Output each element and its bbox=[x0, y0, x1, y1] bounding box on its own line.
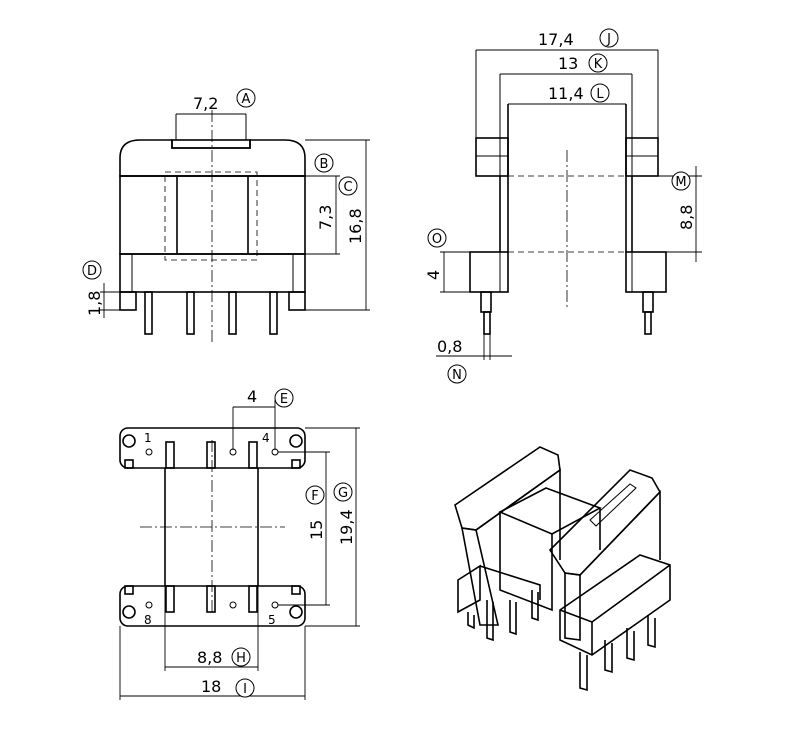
callout-K: K bbox=[594, 57, 603, 72]
callout-M: M bbox=[675, 175, 686, 190]
callout-N: N bbox=[452, 368, 462, 383]
dim-K-value: 13 bbox=[558, 54, 578, 73]
dim-F-value: 15 bbox=[307, 520, 326, 540]
dim-I-value: 18 bbox=[201, 677, 221, 696]
front-view: 7,2 A B C 7,3 16,8 D 1,8 bbox=[82, 88, 370, 345]
dim-N-value: 0,8 bbox=[437, 337, 462, 356]
callout-L: L bbox=[596, 87, 604, 102]
callout-C: C bbox=[343, 180, 352, 195]
dim-G-value: 19,4 bbox=[337, 509, 356, 545]
callout-I: I bbox=[243, 682, 247, 697]
callout-E: E bbox=[280, 392, 288, 407]
callout-O: O bbox=[432, 232, 442, 247]
callout-H: H bbox=[236, 651, 246, 666]
dim-D-value: 1,8 bbox=[85, 291, 104, 316]
callout-G: G bbox=[338, 486, 348, 501]
callout-F: F bbox=[311, 489, 318, 504]
callout-J: J bbox=[606, 32, 611, 47]
pin-8-label: 8 bbox=[144, 613, 152, 627]
dim-J-value: 17,4 bbox=[538, 30, 574, 49]
pin-4-label: 4 bbox=[262, 431, 270, 445]
callout-D: D bbox=[87, 264, 97, 279]
pin-1-label: 1 bbox=[144, 431, 152, 445]
isometric-view bbox=[454, 446, 671, 692]
side-view: 17,4 J 13 K 11,4 L 8,8 M O 4 0,8 N bbox=[424, 28, 702, 384]
dim-E-value: 4 bbox=[247, 387, 257, 406]
pin-5-label: 5 bbox=[268, 613, 276, 627]
callout-A: A bbox=[242, 92, 251, 107]
dim-H-value: 8,8 bbox=[197, 648, 222, 667]
callout-B: B bbox=[320, 157, 329, 172]
dim-O-value: 4 bbox=[424, 270, 443, 280]
dim-L-value: 11,4 bbox=[548, 84, 584, 103]
dim-B-value: 7,3 bbox=[316, 205, 335, 230]
dim-A-value: 7,2 bbox=[193, 94, 218, 113]
dim-C-value: 16,8 bbox=[346, 208, 365, 244]
bottom-view: 1 4 5 8 4 E 15 F 19,4 G 8,8 H bbox=[119, 387, 360, 700]
dim-M-value: 8,8 bbox=[677, 205, 696, 230]
